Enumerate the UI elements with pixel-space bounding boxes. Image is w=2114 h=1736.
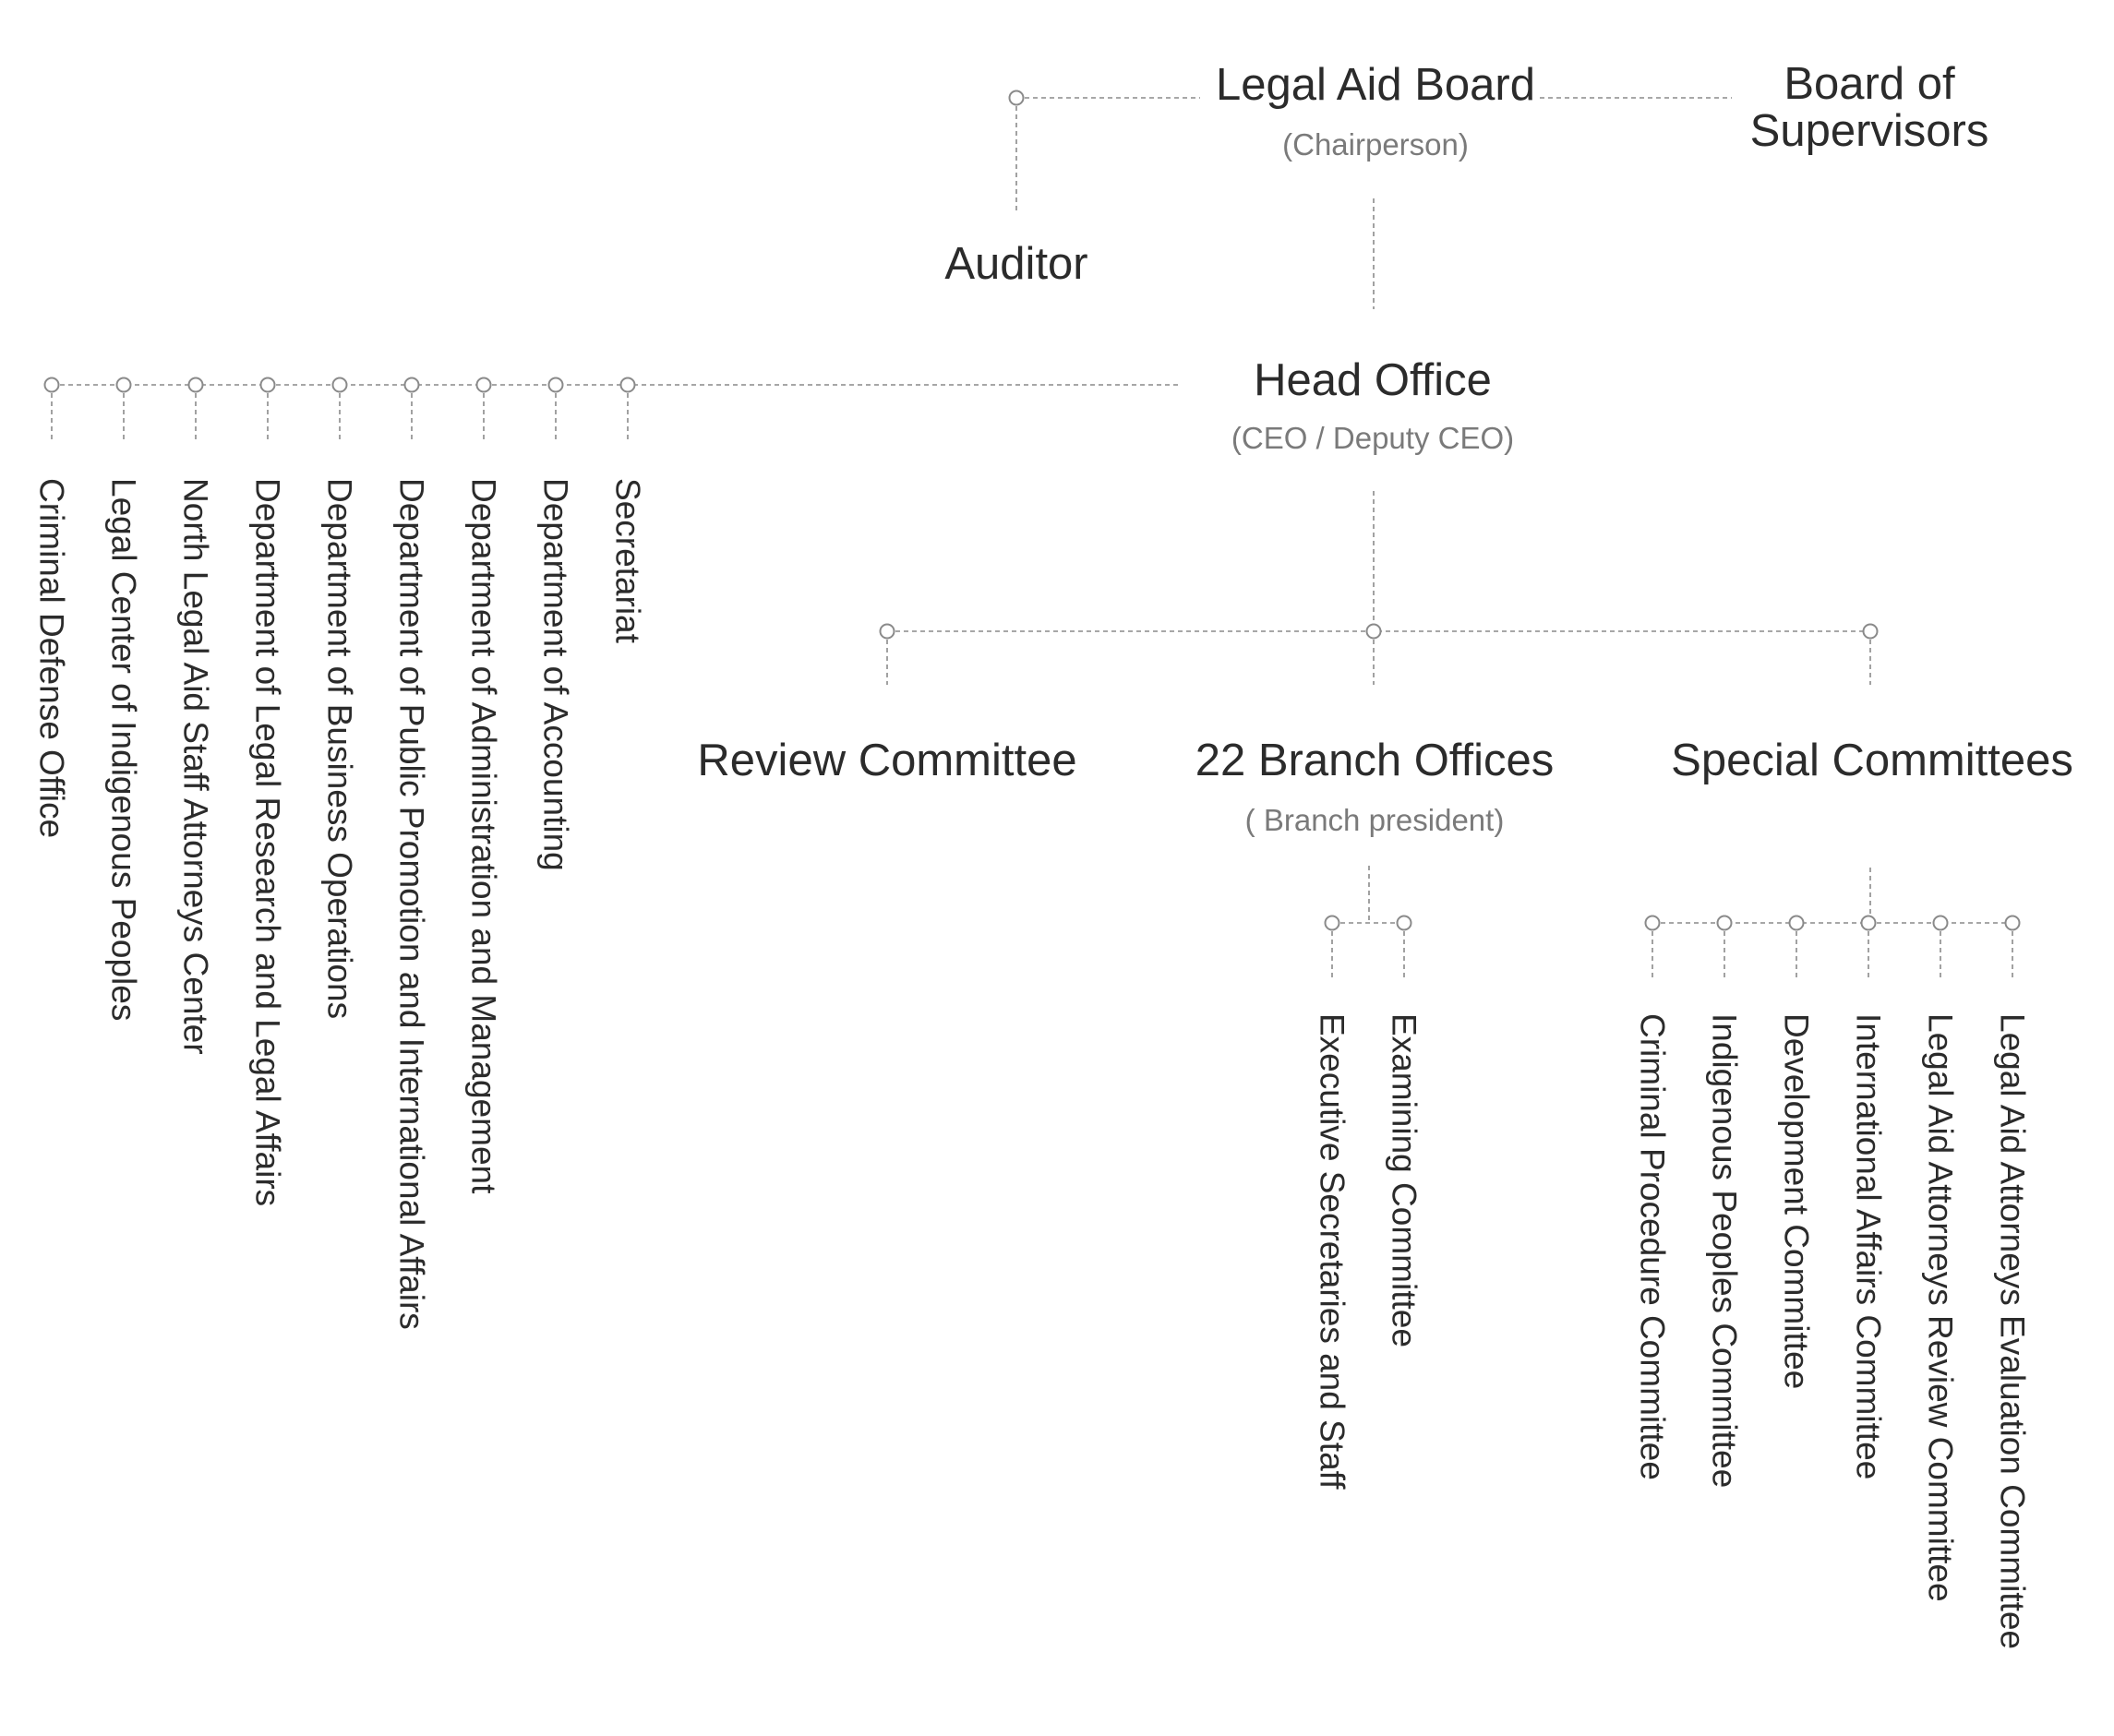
- supervisors-title-line: Supervisors: [1749, 106, 1989, 157]
- department-junction: [259, 377, 276, 393]
- department-junction: [187, 377, 204, 393]
- department-label: Department of Public Promotion and Inter…: [392, 478, 431, 1330]
- special-committee-label: Legal Aid Attorneys Evaluation Committee: [1993, 1013, 2032, 1649]
- special-committee-label: Indigenous Peoples Committee: [1705, 1013, 1744, 1489]
- supervisors-title-line: Board of: [1784, 59, 1955, 109]
- branch-child-label: Executive Secretaries and Staff: [1313, 1013, 1351, 1490]
- department-junction: [115, 377, 132, 393]
- special-committee-label: Legal Aid Attorneys Review Committee: [1921, 1013, 1960, 1602]
- department-label: Secretariat: [608, 478, 647, 643]
- branch-child-junction: [1324, 915, 1340, 931]
- branch-offices-subtitle: ( Branch president): [1244, 803, 1505, 837]
- branch-child-junction: [1396, 915, 1412, 931]
- tier3-junction: [1365, 623, 1382, 640]
- review-committee-title: Review Committee: [697, 736, 1077, 785]
- special-child-junction: [1716, 915, 1733, 931]
- department-junction: [619, 377, 636, 393]
- legal-aid-board-subtitle: (Chairperson): [1282, 127, 1469, 162]
- department-junction: [403, 377, 420, 393]
- branch-offices-title: 22 Branch Offices: [1195, 736, 1555, 785]
- special-committee-label: Criminal Procedure Committee: [1633, 1013, 1672, 1480]
- department-label: Department of Business Operations: [320, 478, 359, 1020]
- head-office-subtitle: (CEO / Deputy CEO): [1231, 421, 1515, 455]
- special-child-junction: [1860, 915, 1877, 931]
- department-label: Legal Center of Indigenous Peoples: [104, 478, 143, 1022]
- department-junction: [475, 377, 492, 393]
- department-label: Department of Administration and Managem…: [464, 478, 503, 1194]
- special-child-junction: [1644, 915, 1661, 931]
- tier3-junction: [879, 623, 895, 640]
- special-committees-title: Special Committees: [1671, 736, 2073, 785]
- department-junction: [43, 377, 60, 393]
- special-committee-label: International Affairs Committee: [1849, 1013, 1888, 1480]
- tier3-junction: [1862, 623, 1879, 640]
- special-child-junction: [2004, 915, 2021, 931]
- special-committee-label: Development Committee: [1777, 1013, 1816, 1390]
- department-label: North Legal Aid Staff Attorneys Center: [176, 478, 215, 1055]
- department-junction: [331, 377, 348, 393]
- department-junction: [547, 377, 564, 393]
- department-label: Department of Accounting: [536, 478, 575, 871]
- department-label: Department of Legal Research and Legal A…: [248, 478, 287, 1207]
- special-child-junction: [1932, 915, 1949, 931]
- legal-aid-board-title: Legal Aid Board: [1216, 60, 1535, 110]
- auditor-junction: [1008, 90, 1025, 106]
- auditor-title: Auditor: [944, 239, 1088, 289]
- head-office-title: Head Office: [1254, 355, 1492, 405]
- special-child-junction: [1788, 915, 1805, 931]
- department-label: Criminal Defense Office: [32, 478, 71, 839]
- branch-child-label: Examining Committee: [1385, 1013, 1423, 1347]
